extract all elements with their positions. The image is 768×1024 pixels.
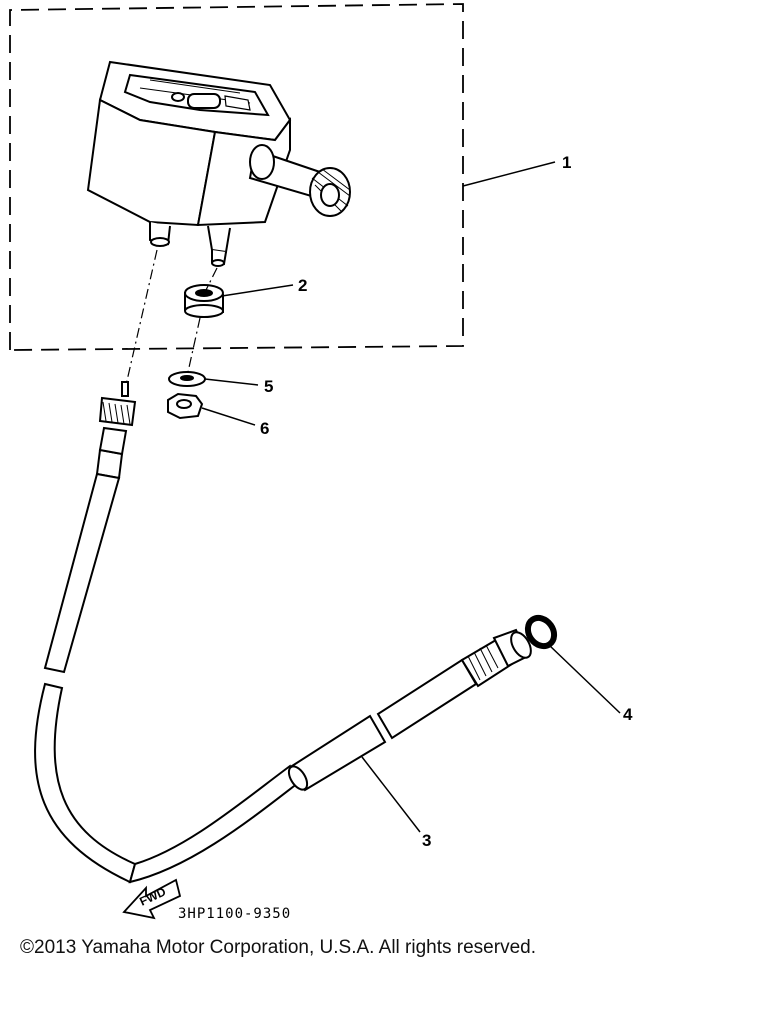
leader-lines (201, 161, 621, 833)
speedometer-cable[interactable] (34, 381, 535, 884)
callout-part-6: 6 (260, 419, 269, 438)
copyright-notice: ©2013 Yamaha Motor Corporation, U.S.A. A… (20, 937, 536, 958)
nut[interactable] (167, 392, 204, 420)
forward-arrow-icon: FWD (122, 878, 182, 920)
diagram-code: 3HP1100-9350 (178, 906, 291, 922)
speedometer-assembly[interactable] (86, 60, 351, 267)
assembly-group-border (9, 3, 464, 351)
grommet[interactable] (184, 284, 224, 318)
assembly-lines (125, 249, 218, 386)
callout-part-1: 1 (562, 153, 571, 172)
callout-part-2: 2 (298, 276, 307, 295)
o-ring[interactable] (523, 613, 560, 651)
washer[interactable] (168, 371, 206, 387)
callout-part-3: 3 (422, 831, 431, 850)
callout-part-4: 4 (623, 705, 633, 724)
callout-part-5: 5 (264, 377, 273, 396)
